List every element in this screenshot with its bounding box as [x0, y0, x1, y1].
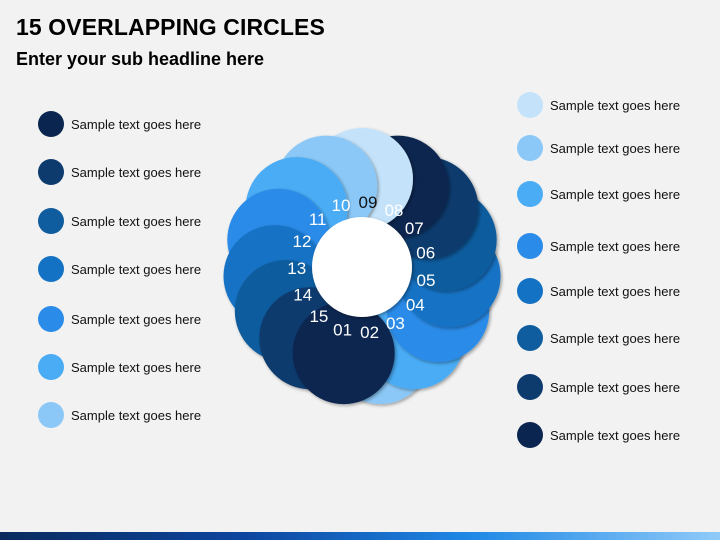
- legend-right-dot: [517, 278, 543, 304]
- segment-number: 06: [416, 244, 435, 263]
- segment-disc: [292, 302, 395, 405]
- legend-right-label: Sample text goes here: [550, 187, 681, 202]
- center-circle: [312, 217, 412, 317]
- legend-right-dot: [517, 181, 543, 207]
- legend-right-dot: [517, 325, 543, 351]
- legend-right-dot: [517, 233, 543, 259]
- legend-right-dot: [517, 422, 543, 448]
- legend-right-label: Sample text goes here: [550, 380, 681, 395]
- legend-left-label: Sample text goes here: [71, 214, 202, 229]
- segment-number: 11: [309, 210, 327, 229]
- legend-left-dot: [38, 402, 64, 428]
- segment-number: 05: [417, 271, 436, 290]
- legend-left-dot: [38, 306, 64, 332]
- legend-left-dot: [38, 159, 64, 185]
- legend-right-label: Sample text goes here: [550, 98, 681, 113]
- segment-number: 10: [332, 196, 351, 215]
- segment-number: 02: [360, 323, 379, 342]
- page-title: 15 OVERLAPPING CIRCLES: [16, 14, 325, 40]
- legend-right-label: Sample text goes here: [550, 239, 681, 254]
- footer-bar: [0, 532, 720, 540]
- segment-number: 09: [359, 193, 378, 212]
- legend-right-label: Sample text goes here: [550, 331, 681, 346]
- legend-left-dot: [38, 354, 64, 380]
- legend-right-dot: [517, 374, 543, 400]
- legend-right-label: Sample text goes here: [550, 428, 681, 443]
- legend-left-label: Sample text goes here: [71, 117, 202, 132]
- page-subtitle: Enter your sub headline here: [16, 49, 265, 69]
- legend-left-label: Sample text goes here: [71, 312, 202, 327]
- legend-left-label: Sample text goes here: [71, 360, 202, 375]
- legend-left-label: Sample text goes here: [71, 165, 202, 180]
- legend-left-dot: [38, 256, 64, 282]
- segment-number: 15: [309, 307, 328, 326]
- legend-left-dot: [38, 208, 64, 234]
- segment-number: 08: [384, 201, 403, 220]
- legend-left-label: Sample text goes here: [71, 408, 202, 423]
- legend-left-label: Sample text goes here: [71, 262, 202, 277]
- legend-right-dot: [517, 135, 543, 161]
- legend-left-dot: [38, 111, 64, 137]
- segment-number: 13: [287, 259, 306, 278]
- legend-right-dot: [517, 92, 543, 118]
- segment-number: 01: [333, 320, 352, 339]
- segment-circle-01: [292, 302, 395, 405]
- segment-number: 07: [405, 219, 424, 238]
- segment-number: 12: [293, 232, 312, 251]
- segment-number: 03: [386, 314, 405, 333]
- legend-right-label: Sample text goes here: [550, 141, 681, 156]
- legend-right-label: Sample text goes here: [550, 284, 681, 299]
- segment-number: 04: [406, 296, 425, 315]
- segment-number: 14: [293, 285, 312, 304]
